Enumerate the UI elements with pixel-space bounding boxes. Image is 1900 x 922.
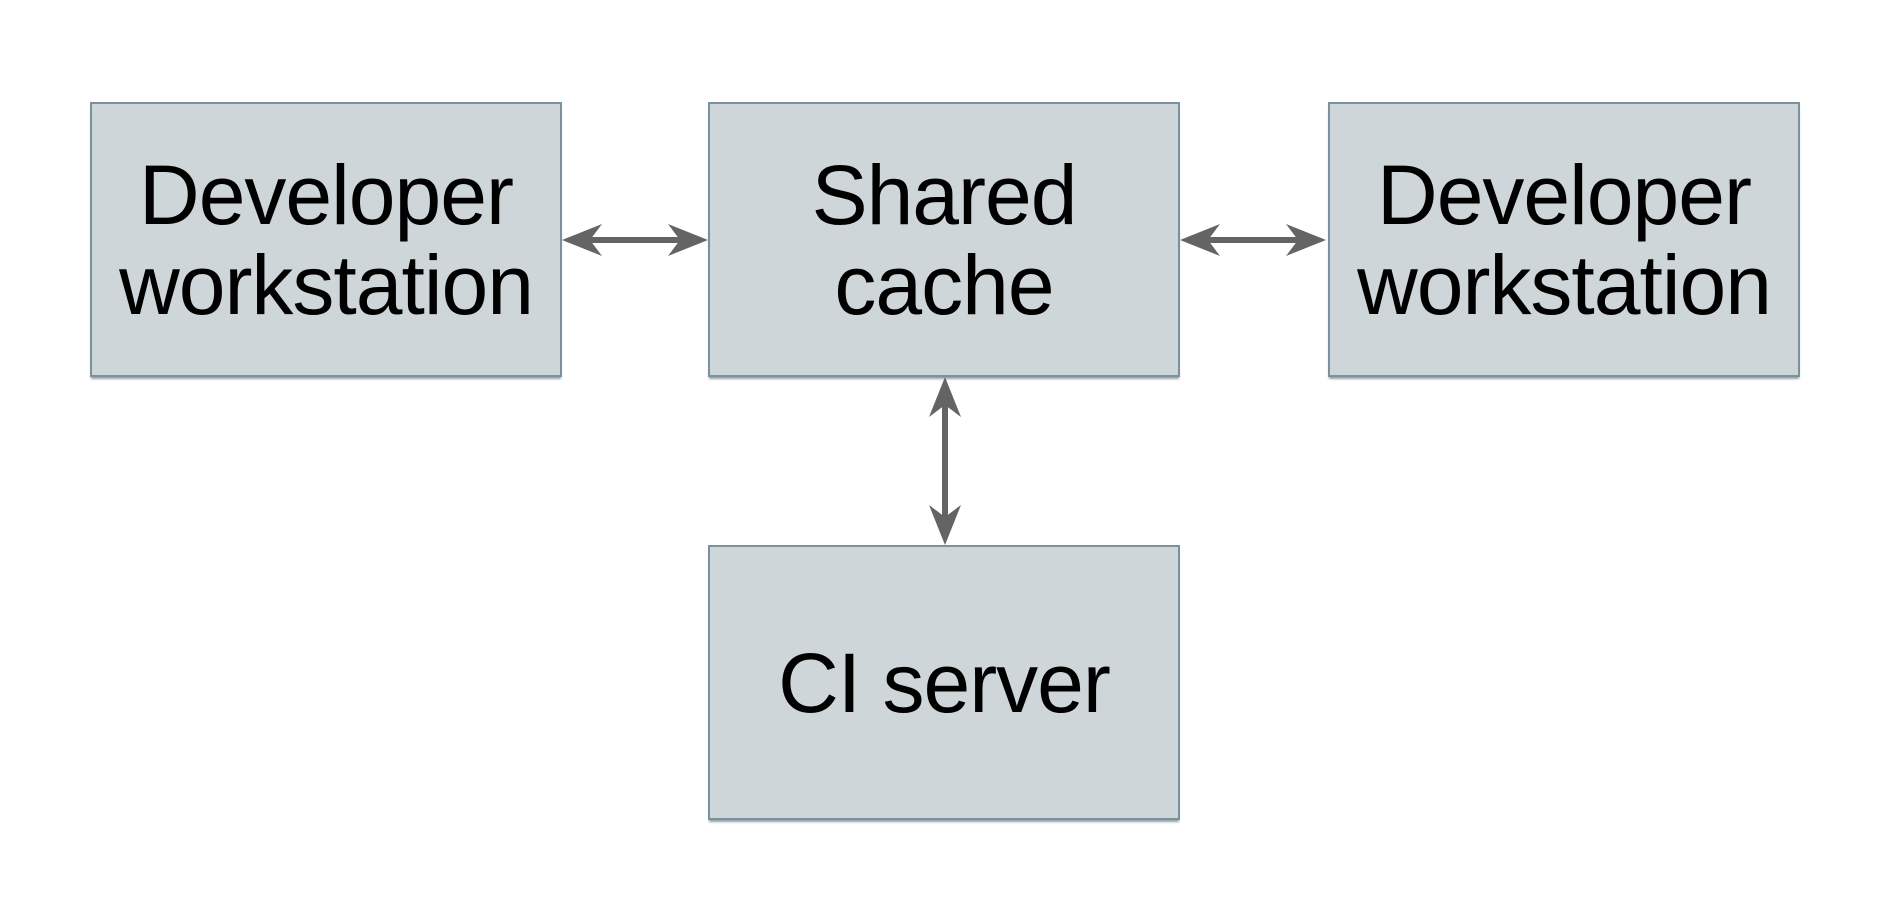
arrowhead-up-icon bbox=[929, 377, 961, 417]
label-line: Developer bbox=[1377, 147, 1752, 242]
node-label-shared-cache: Shared cache bbox=[811, 147, 1078, 332]
node-label-ci-server: CI server bbox=[778, 635, 1111, 730]
label-line: CI server bbox=[778, 635, 1111, 730]
node-label-developer-workstation-right: Developer workstation bbox=[1357, 147, 1772, 332]
label-line: workstation bbox=[1357, 237, 1772, 332]
node-developer-workstation-right: Developer workstation bbox=[1328, 102, 1800, 377]
arrowhead-left-icon bbox=[562, 224, 602, 256]
label-line: cache bbox=[834, 237, 1054, 332]
arrowhead-left-icon bbox=[1180, 224, 1220, 256]
bidirectional-arrow-shared-cache-to-ci-server bbox=[929, 377, 961, 545]
node-developer-workstation-left: Developer workstation bbox=[90, 102, 562, 377]
label-line: Shared bbox=[811, 147, 1078, 242]
node-shared-cache: Shared cache bbox=[708, 102, 1180, 377]
node-label-developer-workstation-left: Developer workstation bbox=[119, 147, 534, 332]
bidirectional-arrow-left-workstation-to-shared-cache bbox=[562, 224, 708, 256]
arrowhead-down-icon bbox=[929, 505, 961, 545]
label-line: workstation bbox=[119, 237, 534, 332]
bidirectional-arrow-shared-cache-to-right-workstation bbox=[1180, 224, 1326, 256]
arrowhead-right-icon bbox=[1286, 224, 1326, 256]
node-ci-server: CI server bbox=[708, 545, 1180, 820]
arrowhead-right-icon bbox=[668, 224, 708, 256]
label-line: Developer bbox=[139, 147, 514, 242]
